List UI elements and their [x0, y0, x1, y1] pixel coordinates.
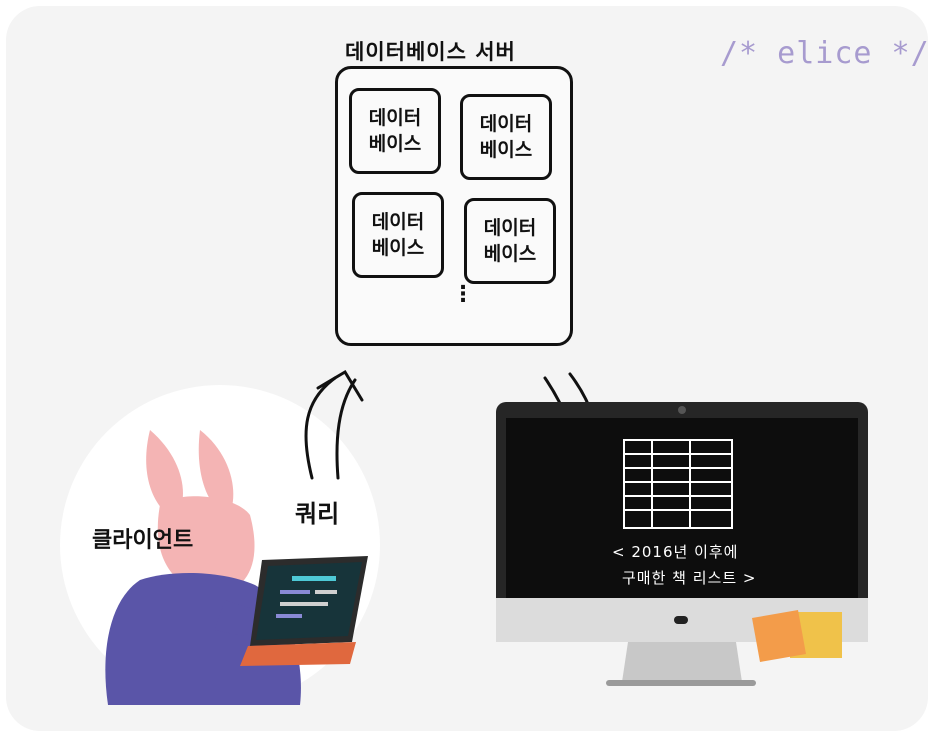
rabbit-head: [157, 496, 255, 595]
database-card-label: 데이터: [479, 113, 533, 135]
query-label: 쿼리: [295, 500, 340, 528]
laptop: [240, 556, 368, 666]
database-card-label: 베이스: [371, 237, 425, 259]
sticky-notes: [752, 610, 842, 662]
database-card-label: 베이스: [368, 133, 422, 155]
database-card-label: 데이터: [483, 217, 537, 239]
result-caption-line2: 구매한 책 리스트 >: [622, 569, 757, 587]
query-arrow-icon: [304, 369, 364, 480]
database-card-label: 데이터: [371, 211, 425, 233]
result-table-icon: [623, 439, 733, 529]
result-caption-line1: < 2016년 이후에: [612, 543, 739, 561]
database-card-label: 베이스: [479, 139, 533, 161]
database-card-label: 베이스: [483, 243, 537, 265]
client-label: 클라이언트: [92, 528, 194, 553]
server-title: 데이터베이스 서버: [345, 40, 516, 64]
more-ellipsis: ⋮: [452, 284, 474, 306]
brand-logo: /* elice */: [720, 36, 930, 71]
rabbit-ears: [146, 430, 234, 520]
database-card-label: 데이터: [368, 107, 422, 129]
